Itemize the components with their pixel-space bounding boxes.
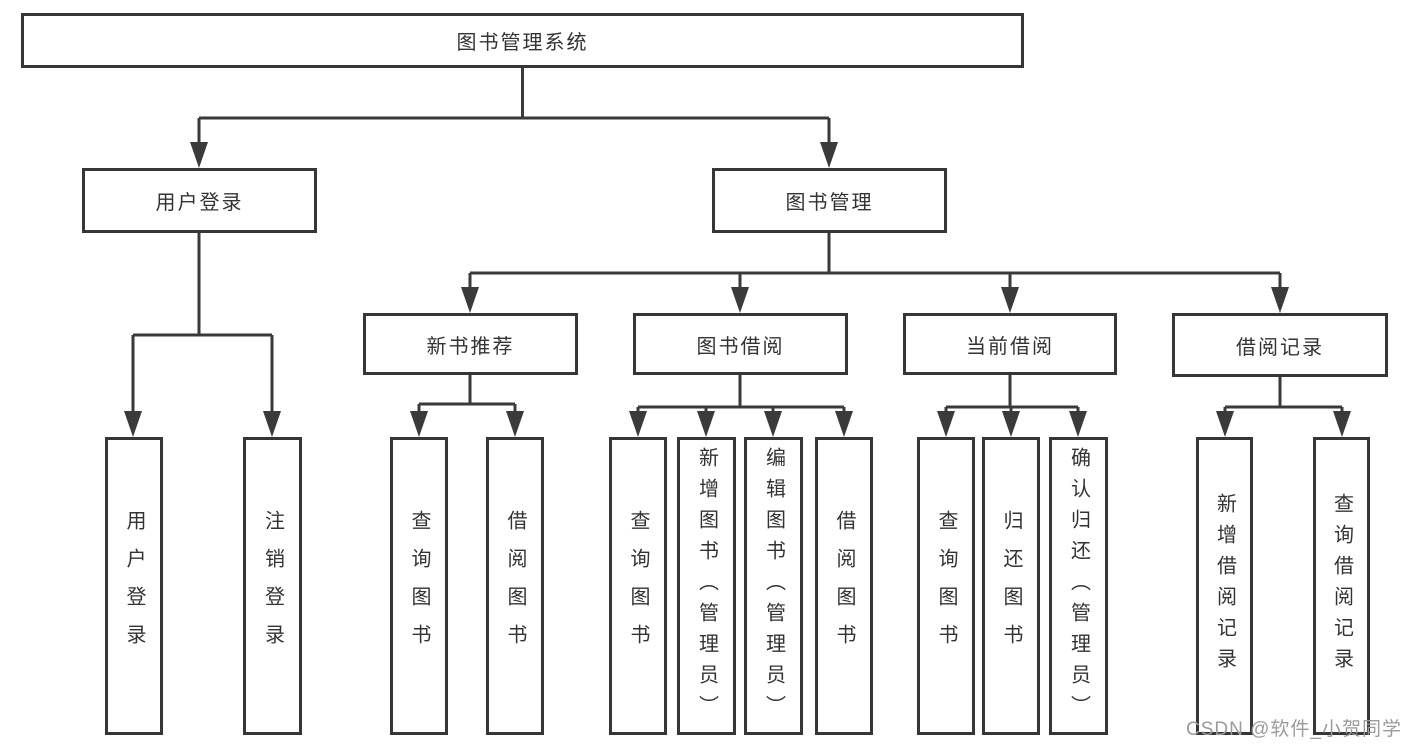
leaf-label: 借阅图书 <box>504 510 526 662</box>
leaf-borrowing-edit-books-admin: 编辑图书（管理员） <box>744 437 803 735</box>
connector-book-management-to-level3 <box>468 233 1282 295</box>
leaf-label: 新增借阅记录 <box>1213 493 1236 679</box>
leaf-label: 查询图书 <box>408 510 430 662</box>
connector-user-login-to-leaves <box>131 233 274 418</box>
node-label: 图书管理 <box>785 192 874 214</box>
connector-new-book-recommend-to-leaves <box>417 374 517 418</box>
connector-root-to-level2 <box>197 68 831 150</box>
leaf-label: 注销登录 <box>261 510 284 662</box>
leaf-user-login: 用户登录 <box>105 437 163 735</box>
leaf-recommend-query-books: 查询图书 <box>390 437 448 735</box>
leaf-label: 确认归还（管理员） <box>1067 446 1090 726</box>
node-label: 借阅记录 <box>1236 336 1324 359</box>
node-label: 用户登录 <box>155 192 244 214</box>
watermark-text: CSDN @软件_小贺同学 <box>1186 719 1402 740</box>
leaf-current-query-books: 查询图书 <box>917 437 975 735</box>
node-label: 图书管理系统 <box>456 32 589 54</box>
leaf-label: 查询图书 <box>627 510 649 662</box>
node-label: 当前借阅 <box>966 335 1054 358</box>
leaf-records-query-record: 查询借阅记录 <box>1313 437 1370 735</box>
node-book-borrowing: 图书借阅 <box>633 313 848 375</box>
node-book-management: 图书管理 <box>712 168 947 233</box>
node-borrowing-records: 借阅记录 <box>1172 313 1388 377</box>
node-label: 图书借阅 <box>696 335 785 358</box>
node-new-book-recommend: 新书推荐 <box>363 313 578 375</box>
leaf-borrowing-borrow-books: 借阅图书 <box>815 437 873 735</box>
leaf-records-add-record: 新增借阅记录 <box>1196 437 1253 735</box>
leaf-borrowing-add-books-admin: 新增图书（管理员） <box>677 437 736 735</box>
leaf-current-confirm-return-admin: 确认归还（管理员） <box>1049 437 1108 735</box>
node-current-borrowing: 当前借阅 <box>903 313 1117 375</box>
leaf-label: 编辑图书（管理员） <box>762 446 785 726</box>
connector-book-borrowing-to-leaves <box>636 374 846 418</box>
leaf-current-return-books: 归还图书 <box>982 437 1040 735</box>
node-label: 新书推荐 <box>426 335 515 358</box>
leaf-label: 用户登录 <box>123 510 145 662</box>
connector-borrowing-records-to-leaves <box>1223 377 1344 418</box>
leaf-recommend-borrow-books: 借阅图书 <box>486 437 544 735</box>
node-user-login: 用户登录 <box>82 168 317 233</box>
arrowheads <box>124 142 1351 437</box>
leaf-label: 查询借阅记录 <box>1330 493 1353 679</box>
leaf-label: 查询图书 <box>935 510 957 662</box>
leaf-borrowing-query-books: 查询图书 <box>609 437 667 735</box>
node-library-system: 图书管理系统 <box>21 13 1024 68</box>
leaf-label: 借阅图书 <box>833 510 855 662</box>
leaf-label: 归还图书 <box>1000 510 1022 662</box>
leaf-label: 新增图书（管理员） <box>695 446 718 726</box>
leaf-logout: 注销登录 <box>243 437 302 735</box>
